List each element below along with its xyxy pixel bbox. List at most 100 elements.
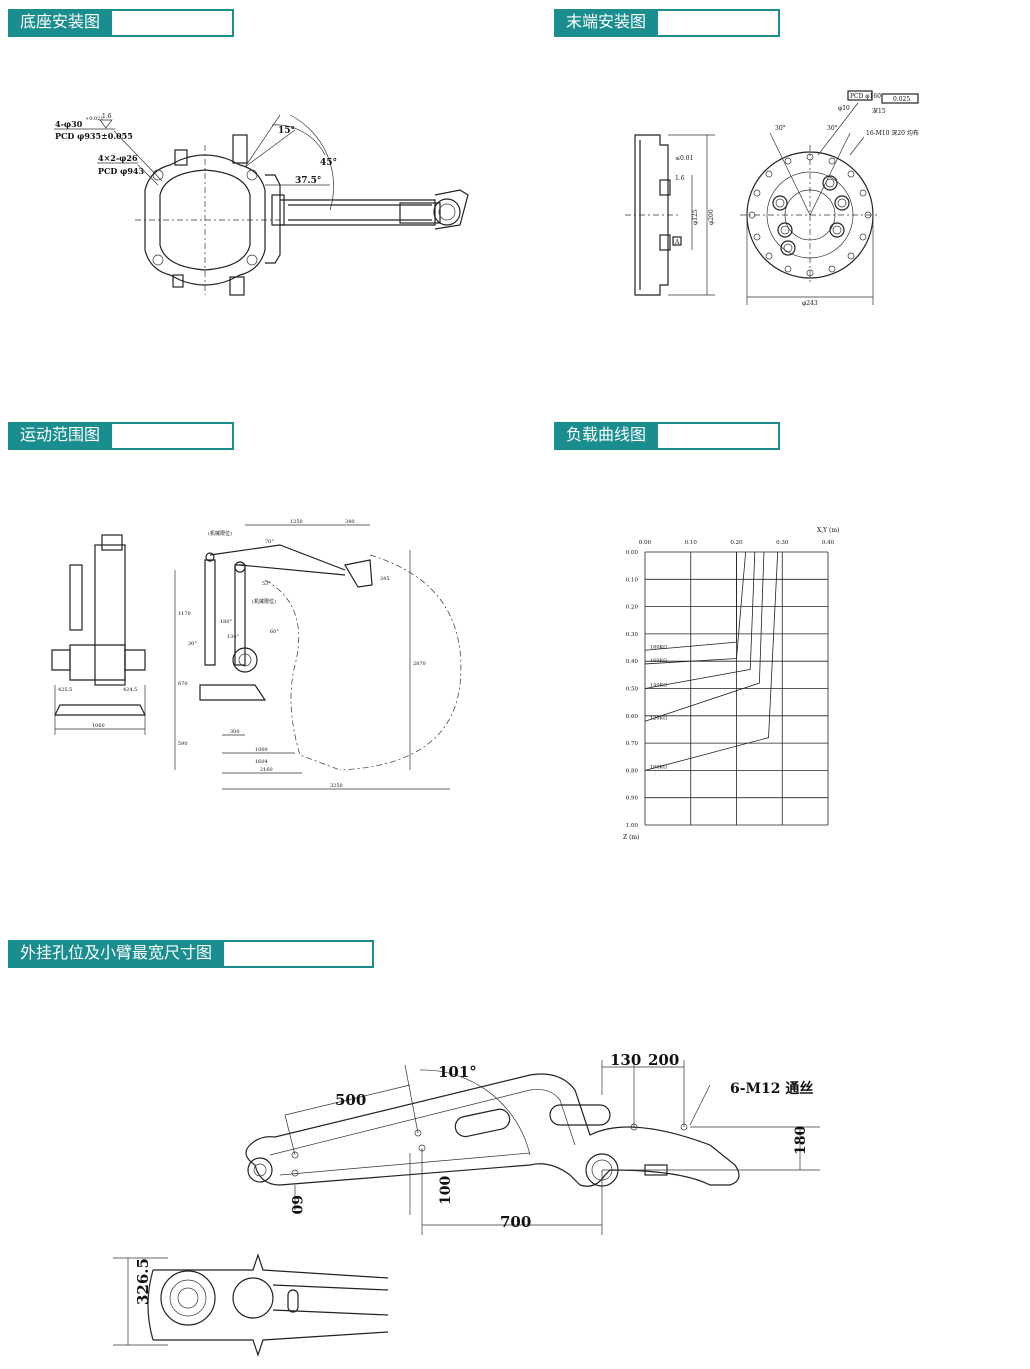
end-bore-dim: φ125 bbox=[692, 209, 699, 225]
section-title: 末端安装图 bbox=[554, 9, 659, 37]
chart-series-label: 160KG bbox=[650, 658, 667, 664]
motion-dim-bottom-3: 1604 bbox=[255, 759, 268, 765]
arm-dim-200: 200 bbox=[648, 1051, 679, 1069]
arm-dim-100: 100 bbox=[438, 1176, 454, 1205]
motion-angle-2: 53° bbox=[262, 581, 271, 587]
chart-series-line bbox=[644, 551, 756, 689]
motion-note-2: (机械限位) bbox=[252, 598, 276, 605]
motion-dim-top-1: 1250 bbox=[290, 519, 303, 525]
section-title: 外挂孔位及小臂最宽尺寸图 bbox=[8, 940, 225, 968]
base-install-drawing: 4-φ30 +0.021 1.6 PCD φ935±0.055 4×2-φ26 … bbox=[54, 113, 469, 296]
section-title: 底座安装图 bbox=[8, 9, 113, 37]
front-dim-left: 425.5 bbox=[58, 687, 72, 693]
chart-series bbox=[644, 551, 779, 771]
arm-dim-500: 500 bbox=[335, 1091, 366, 1109]
end-fit-label: φ10 bbox=[838, 105, 850, 112]
arm-drawing: 130 200 101° 500 6-M12 通丝 180 60 100 700 bbox=[245, 1051, 820, 1235]
motion-angle-3: 60° bbox=[270, 629, 279, 635]
chart-series-label: 120KG bbox=[650, 715, 667, 721]
end-angle-b: 30° bbox=[827, 125, 838, 132]
end-datum-label: A bbox=[674, 239, 680, 246]
chart-y-tick-label: 0.70 bbox=[626, 741, 639, 747]
section-header-base-install: 底座安装图 bbox=[8, 9, 234, 37]
end-chamfer: ≤0.01 bbox=[675, 155, 693, 162]
chart-y-tick-label: 0.50 bbox=[626, 687, 639, 693]
section-header-end-install: 末端安装图 bbox=[554, 9, 780, 37]
motion-angle-1: 70° bbox=[265, 539, 274, 545]
base-hole2-label: 4×2-φ26 bbox=[98, 153, 138, 163]
chart-x-tick-label: 0.30 bbox=[776, 540, 789, 546]
end-pcd-label: PCD φ160 bbox=[850, 93, 881, 100]
chart-x-tick-label: 0.20 bbox=[730, 540, 743, 546]
chart-y-axis-label: Z (m) bbox=[623, 834, 639, 841]
motion-dim-top-2: 340 bbox=[345, 519, 355, 525]
chart-series-label: 180KG bbox=[650, 644, 667, 650]
motion-dim-bottom-1: 300 bbox=[230, 729, 240, 735]
base-angle-3: 37.5° bbox=[295, 176, 321, 186]
end-flatness-label: 0.025 bbox=[893, 96, 910, 103]
chart-y-tick-label: 1.00 bbox=[626, 823, 639, 829]
chart-series-line bbox=[644, 551, 779, 771]
chart-y-tick-label: 0.90 bbox=[626, 796, 639, 802]
arm-thread-label: 6-M12 通丝 bbox=[730, 1080, 813, 1097]
arm-dim-60: 60 bbox=[288, 1195, 304, 1215]
chart-x-axis-label: X,Y (m) bbox=[817, 527, 839, 534]
base-hole1-tol: +0.021 bbox=[85, 116, 104, 122]
arm-dim-180: 180 bbox=[793, 1126, 809, 1155]
chart-labels: 0.00 0.10 0.20 0.30 0.40 0.00 0.10 0.20 0.30 0.40… bbox=[626, 540, 835, 829]
section-header-motion-range: 运动范围图 bbox=[8, 422, 234, 450]
chart-y-tick-label: 0.30 bbox=[626, 632, 639, 638]
motion-range-drawing: 1060 425.5 424.5 1250 340 1170 670 590 2… bbox=[51, 519, 462, 790]
front-dim-right: 424.5 bbox=[123, 687, 137, 693]
arm-dim-700: 700 bbox=[500, 1213, 531, 1231]
motion-angle-6: 30° bbox=[188, 641, 197, 647]
chart-x-tick-label: 0.40 bbox=[822, 540, 835, 546]
end-depth-label: 深15 bbox=[872, 107, 886, 115]
motion-dim-bottom-5: 3250 bbox=[330, 783, 343, 789]
chart-x-tick-label: 0.10 bbox=[685, 540, 698, 546]
base-hole1-label: 4-φ30 bbox=[55, 119, 83, 129]
motion-angle-4: 134° bbox=[227, 634, 240, 640]
end-install-drawing: ≤0.01 1.6 φ125 φ200 A φ243 30° 30° PCD φ… bbox=[625, 90, 919, 307]
motion-angle-5: 180° bbox=[220, 619, 233, 625]
chart-series-label: 100KG bbox=[650, 764, 667, 770]
motion-dim-bottom-2: 1000 bbox=[255, 747, 268, 753]
section-header-load-curve: 负载曲线图 bbox=[554, 422, 780, 450]
chart-y-tick-label: 0.40 bbox=[626, 659, 639, 665]
end-roughness: 1.6 bbox=[675, 175, 685, 182]
chart-y-tick-label: 0.60 bbox=[626, 714, 639, 720]
base-angle-1: 15° bbox=[278, 126, 295, 136]
end-outer-side-dim: φ200 bbox=[708, 209, 715, 225]
chart-series-line bbox=[644, 551, 747, 665]
chart-series-label: 140KG bbox=[650, 683, 667, 689]
arm-angle-101: 101° bbox=[438, 1063, 477, 1081]
arm-dim-326: 326.5 bbox=[134, 1258, 152, 1305]
motion-dim-left-3: 590 bbox=[178, 741, 188, 747]
chart-x-tick-label: 0.00 bbox=[639, 540, 652, 546]
arm-dim-130: 130 bbox=[610, 1051, 641, 1069]
motion-dim-left-2: 670 bbox=[178, 681, 188, 687]
base-pcd2-label: PCD φ943 bbox=[98, 166, 144, 176]
chart-grid bbox=[644, 551, 829, 826]
base-angle-2: 45° bbox=[320, 158, 337, 168]
motion-dim-bottom-4: 2160 bbox=[260, 767, 273, 773]
front-dim-width: 1060 bbox=[92, 723, 105, 729]
arm-top-view: 326.5 bbox=[113, 1253, 389, 1357]
motion-dim-left-1: 1170 bbox=[178, 611, 191, 617]
motion-note-1: (机械限位) bbox=[208, 530, 232, 537]
section-title: 运动范围图 bbox=[8, 422, 113, 450]
end-angle-a: 30° bbox=[775, 125, 786, 132]
end-thread-label: 16-M10 深20 均布 bbox=[866, 129, 919, 137]
section-title: 负载曲线图 bbox=[554, 422, 659, 450]
motion-dim-side-2: 345 bbox=[380, 576, 390, 582]
chart-y-tick-label: 0.20 bbox=[626, 605, 639, 611]
chart-y-tick-label: 0.80 bbox=[626, 768, 639, 774]
load-curve-chart: 0.00 0.10 0.20 0.30 0.40 0.00 0.10 0.20 0.30 0.40… bbox=[623, 527, 839, 841]
chart-y-tick-label: 0.10 bbox=[626, 577, 639, 583]
end-outer-dim: φ243 bbox=[802, 300, 818, 307]
chart-series-line bbox=[644, 552, 737, 651]
chart-y-tick-label: 0.00 bbox=[626, 550, 639, 556]
base-pcd1-label: PCD φ935±0.055 bbox=[55, 131, 133, 141]
chart-series-line bbox=[644, 551, 765, 722]
base-roughness: 1.6 bbox=[102, 113, 112, 120]
